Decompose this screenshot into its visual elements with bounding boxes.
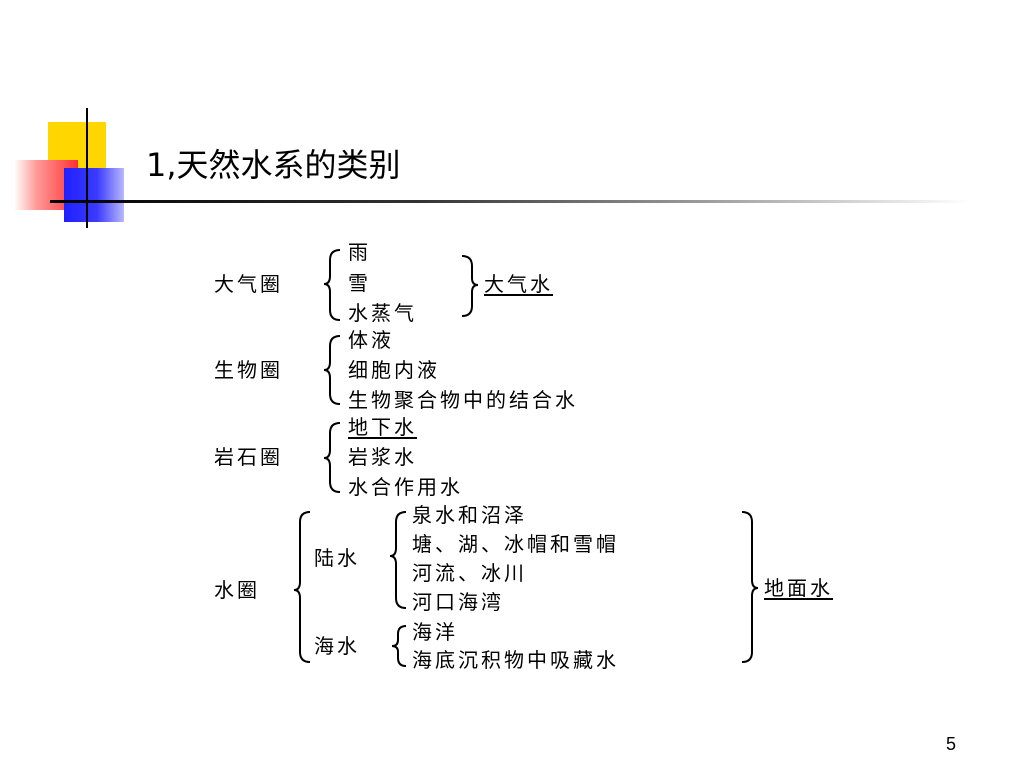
biosphere-item-1: 体液 (348, 328, 394, 352)
atmospheric-water-result: 大气水 (484, 272, 553, 296)
vertical-rule (86, 108, 88, 228)
atmosphere-left-brace (323, 249, 341, 321)
sea-water-item-2: 海底沉积物中吸藏水 (412, 648, 619, 672)
hydrosphere-left-brace (293, 511, 311, 663)
land-water-label: 陆水 (314, 546, 360, 570)
lithosphere-item-2: 岩浆水 (348, 445, 417, 469)
title-underline-rule (50, 200, 970, 203)
land-water-item-3: 河流、冰川 (412, 561, 527, 585)
atmosphere-item-rain: 雨 (348, 240, 371, 264)
biosphere-item-2: 细胞内液 (348, 358, 440, 382)
land-water-item-4: 河口海湾 (412, 590, 504, 614)
atmosphere-right-brace (461, 255, 479, 317)
sea-water-label: 海水 (314, 634, 360, 658)
hydrosphere-right-brace (741, 511, 759, 663)
slide-title: 1,天然水系的类别 (146, 146, 401, 184)
atmosphere-label: 大气圈 (214, 272, 283, 296)
biosphere-label: 生物圈 (214, 358, 283, 382)
surface-water-result: 地面水 (764, 576, 833, 600)
land-water-item-2: 塘、湖、冰帽和雪帽 (412, 532, 619, 556)
lithosphere-item-3: 水合作用水 (348, 475, 463, 499)
biosphere-item-3: 生物聚合物中的结合水 (348, 388, 578, 412)
land-water-item-1: 泉水和沼泽 (412, 503, 527, 527)
hydrosphere-label: 水圈 (214, 578, 260, 602)
page-number: 5 (946, 734, 957, 754)
sea-water-left-brace (391, 625, 407, 667)
land-water-left-brace (389, 511, 407, 609)
lithosphere-label: 岩石圈 (214, 445, 283, 469)
lithosphere-item-1: 地下水 (348, 415, 417, 439)
atmosphere-item-snow: 雪 (348, 271, 371, 295)
biosphere-left-brace (323, 335, 341, 405)
blue-square-decoration (64, 168, 124, 222)
atmosphere-item-vapor: 水蒸气 (348, 301, 417, 325)
lithosphere-left-brace (323, 422, 341, 493)
sea-water-item-1: 海洋 (412, 620, 458, 644)
